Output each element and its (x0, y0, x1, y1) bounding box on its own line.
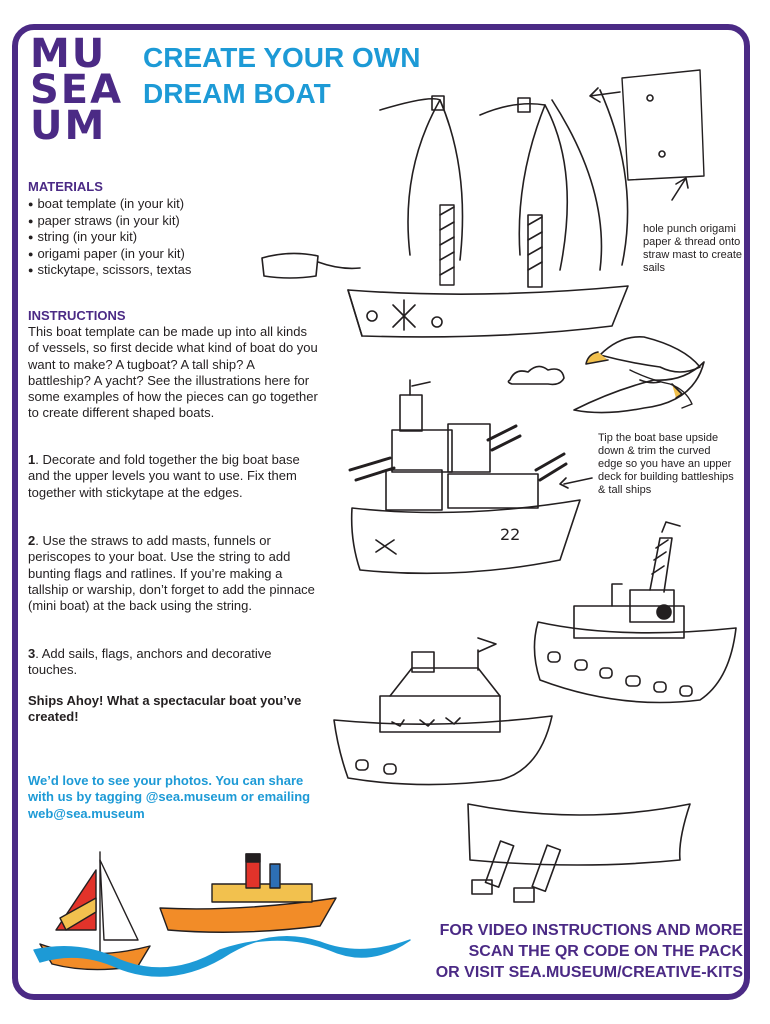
step-number: 1 (28, 452, 36, 467)
museum-logo: MU SEA UM (30, 31, 124, 149)
step-number: 3 (28, 646, 36, 661)
list-item: paper straws (in your kit) (28, 213, 191, 230)
list-item: boat template (in your kit) (28, 196, 191, 213)
share-photos-text: We’d love to see your photos. You can sh… (28, 773, 311, 821)
step-text: . Add sails, flags, anchors and decorati… (28, 646, 272, 678)
footer-cta: FOR VIDEO INSTRUCTIONS AND MORE SCAN THE… (436, 920, 743, 983)
instructions-intro: This boat template can be made up into a… (28, 324, 318, 421)
list-item: stickytape, scissors, textas (28, 262, 191, 279)
coloured-boats-illustration (33, 851, 411, 977)
step-text: . Decorate and fold together the big boa… (28, 452, 300, 500)
list-item: origami paper (in your kit) (28, 246, 191, 263)
seagull-sketch (507, 336, 705, 414)
ships-ahoy-text: Ships Ahoy! What a spectacular boat you’… (28, 693, 302, 725)
step-3: 3. Add sails, flags, anchors and decorat… (28, 646, 318, 679)
footer-line-3: OR VISIT SEA.MUSEUM/CREATIVE-KITS (435, 964, 743, 981)
materials-list: boat template (in your kit) paper straws… (28, 196, 191, 279)
tugboat-sketch (533, 521, 737, 704)
step-number: 2 (28, 533, 36, 548)
hull-number: 22 (500, 525, 520, 544)
step-2: 2. Use the straws to add masts, funnels … (28, 533, 318, 614)
footer-line-2: SCAN THE QR CODE ON THE PACK (468, 943, 743, 960)
instructions-heading: INSTRUCTIONS (28, 308, 126, 323)
title-line-2: DREAM BOAT (143, 78, 331, 109)
yacht-sketch (333, 637, 553, 786)
boat-base-note: Tip the boat base upside down & trim the… (598, 432, 734, 496)
battleship-sketch: 22 (348, 379, 593, 575)
page-title: CREATE YOUR OWN DREAM BOAT (143, 40, 420, 112)
materials-heading: MATERIALS (28, 179, 103, 194)
step-1: 1. Decorate and fold together the big bo… (28, 452, 318, 501)
page-border (12, 24, 750, 1000)
boat-base-sketch (467, 803, 691, 903)
tall-ship-sketch (261, 69, 705, 338)
footer-line-1: FOR VIDEO INSTRUCTIONS AND MORE (439, 922, 743, 939)
title-line-1: CREATE YOUR OWN (143, 42, 421, 73)
list-item: string (in your kit) (28, 229, 191, 246)
sails-note: hole punch origami paper & thread onto s… (643, 223, 743, 274)
step-text: . Use the straws to add masts, funnels o… (28, 533, 315, 614)
